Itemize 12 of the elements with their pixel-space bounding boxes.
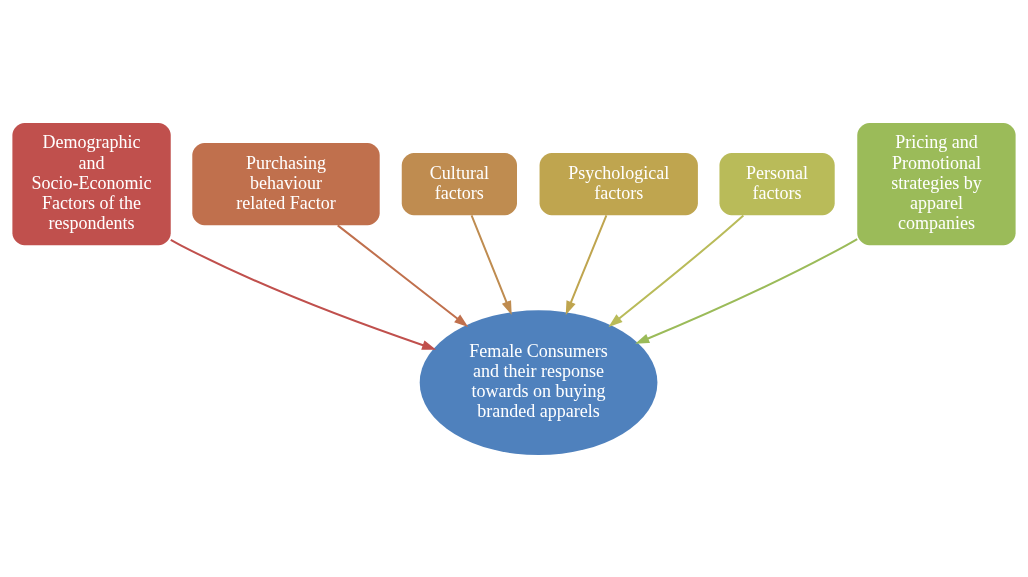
arrow xyxy=(336,223,469,327)
arrow xyxy=(608,213,745,327)
arrow xyxy=(565,213,608,315)
node-box: Demographic and Socio-Economic Factors of the respondents xyxy=(12,122,171,245)
node-box: Psychological factors xyxy=(539,152,698,215)
node-box: Purchasing behaviour related Factor xyxy=(192,142,380,225)
node-box: Pricing and Promotional strategies by apparel companies xyxy=(857,122,1016,245)
arrow xyxy=(169,238,437,350)
node-box: Personal factors xyxy=(719,152,835,215)
arrow xyxy=(635,237,859,344)
node-box: Cultural factors xyxy=(401,152,517,215)
arrow xyxy=(470,213,512,315)
